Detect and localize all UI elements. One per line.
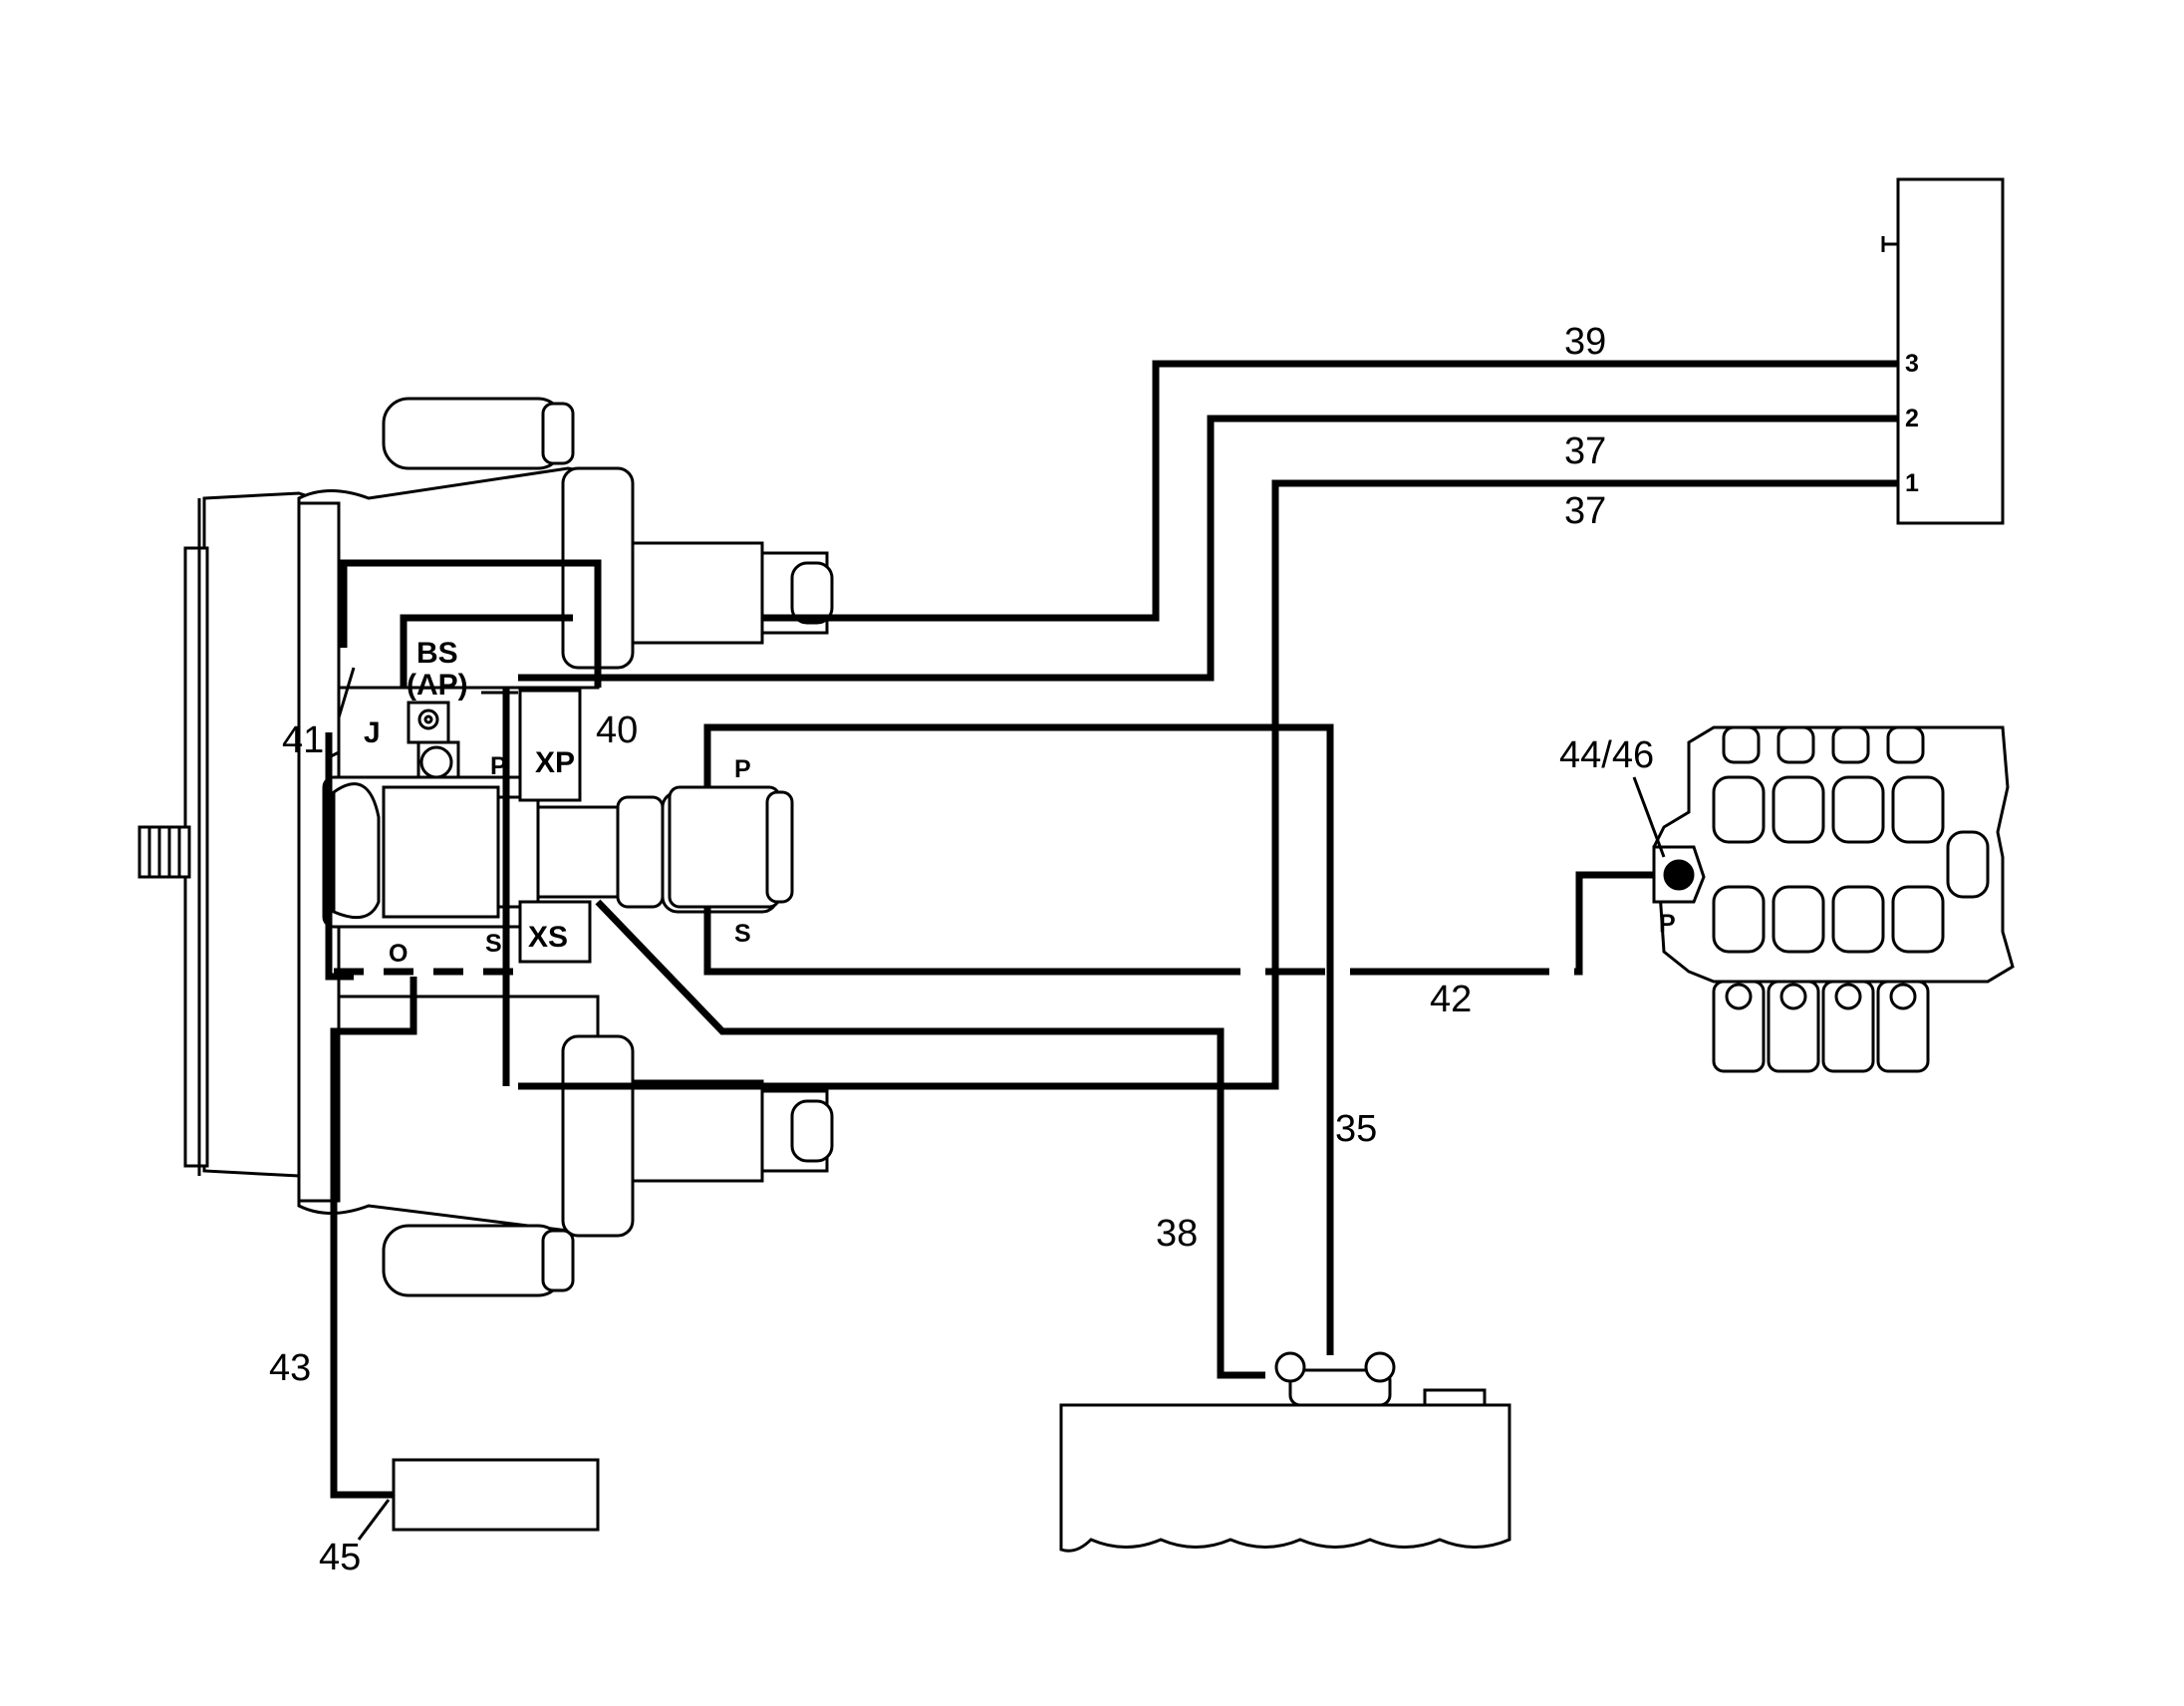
port-label-s-pump: S — [485, 930, 502, 958]
port-label-o: O — [389, 940, 408, 968]
label-42: 42 — [1430, 979, 1472, 1020]
port-label-j: J — [364, 716, 381, 749]
label-44-46: 44/46 — [1559, 734, 1654, 776]
port-label-p-pump: P — [490, 752, 507, 780]
label-39: 39 — [1564, 321, 1606, 363]
label-38: 38 — [1156, 1213, 1198, 1255]
port-label-p-valve: P — [1659, 910, 1676, 938]
port-label-p-filter: P — [734, 755, 751, 783]
gauge-box — [1881, 177, 2005, 525]
label-45: 45 — [319, 1537, 361, 1578]
hydraulic-tank — [1059, 1351, 1511, 1553]
port-label-ap: (AP) — [407, 669, 468, 702]
label-37-lower: 37 — [1564, 490, 1606, 532]
terminal-label-1: 1 — [1905, 469, 1919, 497]
label-43: 43 — [269, 1347, 311, 1389]
terminal-label-2: 2 — [1905, 405, 1919, 432]
control-valve — [1652, 725, 2015, 1073]
port-label-xs: XS — [528, 921, 568, 954]
port-label-xp: XP — [535, 746, 575, 779]
test-point-44-46 — [1663, 859, 1695, 891]
component-45 — [392, 1458, 600, 1532]
label-35: 35 — [1335, 1108, 1377, 1150]
label-41: 41 — [282, 719, 324, 761]
pilot-filter-block — [668, 785, 794, 909]
port-label-bs: BS — [416, 637, 458, 670]
label-40: 40 — [596, 710, 638, 751]
hoses — [325, 360, 1898, 1499]
terminal-label-3: 3 — [1905, 350, 1919, 378]
label-37-upper: 37 — [1564, 430, 1606, 472]
port-label-s-filter: S — [734, 920, 751, 948]
